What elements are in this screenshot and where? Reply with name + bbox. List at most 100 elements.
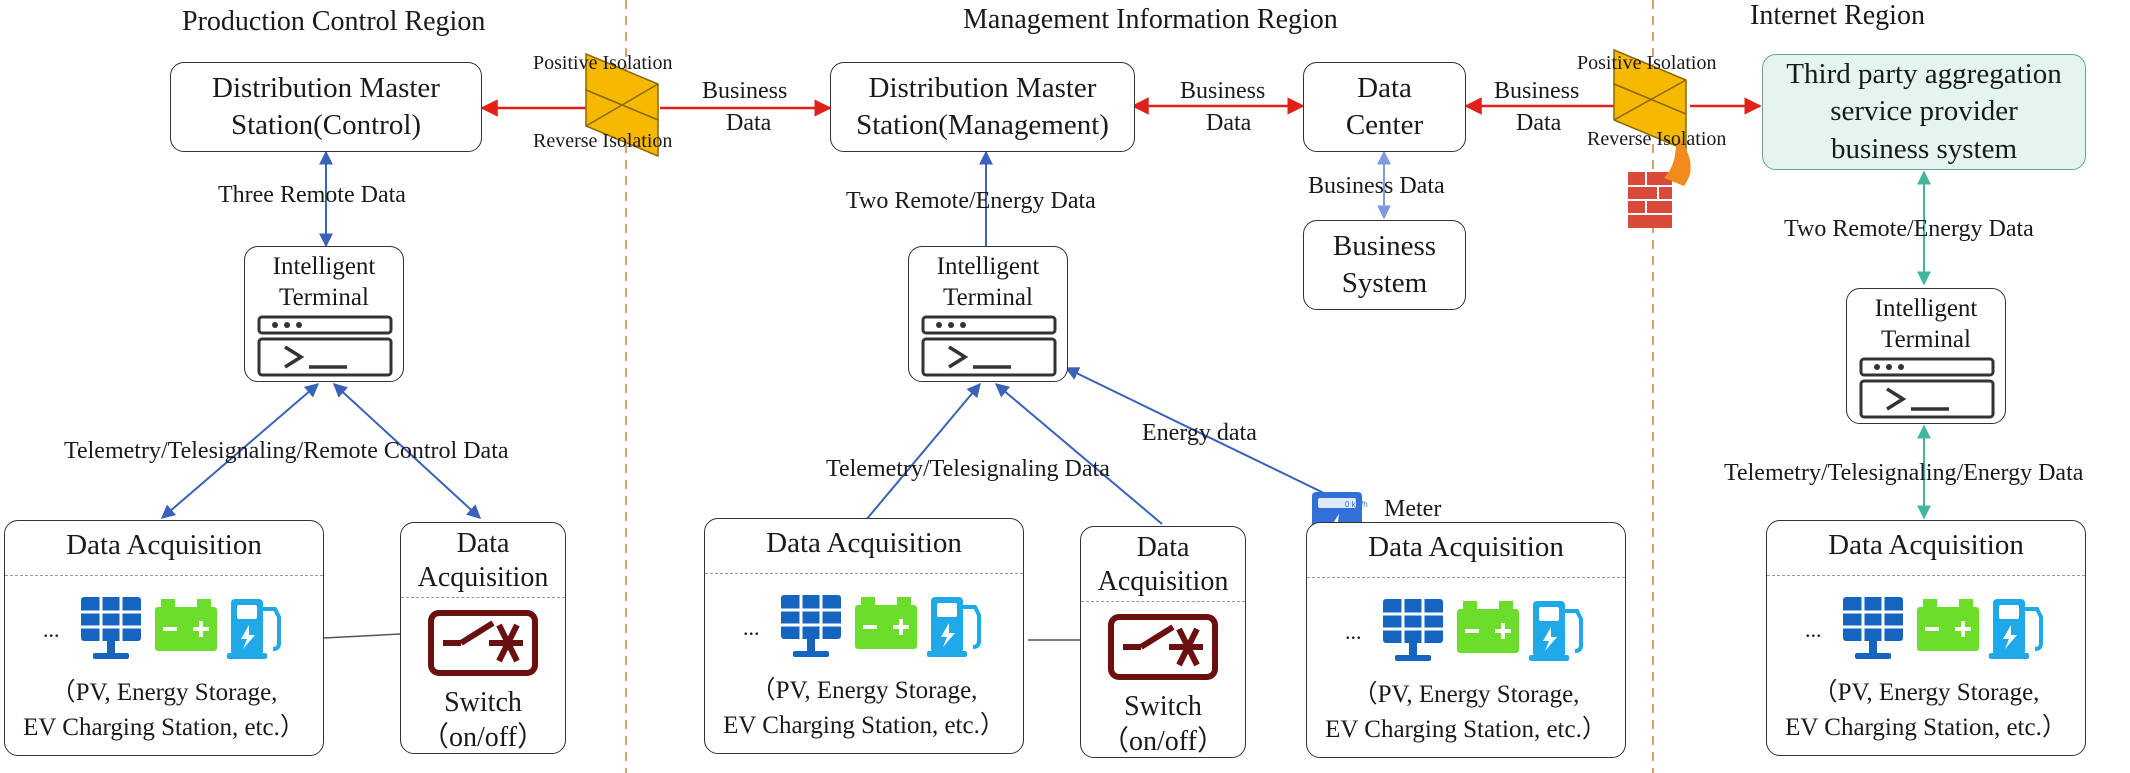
switch-divider <box>1081 601 1245 602</box>
third-party-line3: business system <box>1830 132 2018 165</box>
isolation-reverse-left: Reverse Isolation <box>533 130 673 152</box>
isolation-reverse-right: Reverse Isolation <box>1587 128 1727 150</box>
line-acq-switch-left <box>323 633 401 639</box>
isolation-positive-left: Positive Isolation <box>533 52 673 74</box>
terminal-icon <box>1859 357 1995 419</box>
terminal-left-label-1: Intelligent <box>272 253 376 280</box>
acq-box-management: Data Acquisition ... （PV, <box>704 518 1024 754</box>
data-center-box: Data Center <box>1303 62 1466 152</box>
battery-icon <box>855 597 917 649</box>
label-telemetry-energy: Telemetry/Telesignaling/Energy Data <box>1724 460 2084 486</box>
acq-description: （PV, Energy Storage, EV Charging Station… <box>5 675 323 745</box>
switch-footer-line2: （on/off） <box>421 722 545 753</box>
data-center-line2: Center <box>1345 109 1424 141</box>
terminal-left-label-2: Terminal <box>279 284 369 312</box>
label-meter: Meter <box>1384 496 1442 522</box>
acq-description: （PV, Energy Storage, EV Charging Station… <box>705 673 1023 743</box>
switch-title-line1: Data <box>456 528 510 559</box>
switch-title: Data Acquisition <box>401 527 565 594</box>
solar-panel-icon <box>81 597 141 659</box>
solar-panel-icon <box>781 595 841 657</box>
label-energy-data: Energy data <box>1142 420 1257 446</box>
label-two-remote-internet: Two Remote/Energy Data <box>1784 216 2034 242</box>
region-title-production: Production Control Region <box>182 6 486 37</box>
acq-description-line1: （PV, Energy Storage, <box>750 677 978 704</box>
business-system-line2: System <box>1341 267 1428 299</box>
dms-control-box: Distribution Master Station(Control) <box>170 62 482 152</box>
acq-description-line1: （PV, Energy Storage, <box>1812 679 2040 706</box>
label-business-3: Business <box>1494 78 1580 104</box>
acq-description-line2: EV Charging Station, etc.） <box>1325 716 1607 743</box>
acq-ellipsis: ... <box>743 615 760 640</box>
solar-panel-icon <box>1843 597 1903 659</box>
ev-charger-icon <box>1989 599 2043 659</box>
solar-panel-icon <box>1383 599 1443 661</box>
label-two-remote-mid: Two Remote/Energy Data <box>846 188 1096 214</box>
acq-description-line2: EV Charging Station, etc.） <box>1785 714 2067 741</box>
battery-icon <box>1457 601 1519 653</box>
acq-divider <box>1767 575 2085 576</box>
ev-charger-icon <box>1529 601 1583 661</box>
label-telemetry-telesignaling: Telemetry/Telesignaling Data <box>826 456 1110 482</box>
switch-title: Data Acquisition <box>1081 531 1245 598</box>
isolation-positive-right: Positive Isolation <box>1577 52 1717 74</box>
terminal-mid-label-2: Terminal <box>943 284 1033 312</box>
acq-box-internet: Data Acquisition ... （PV, <box>1766 520 2086 756</box>
label-three-remote: Three Remote Data <box>218 182 406 208</box>
acq-ellipsis: ... <box>43 617 60 642</box>
acq-description-line2: EV Charging Station, etc.） <box>723 712 1005 739</box>
arrow-meter-to-terminal <box>1064 367 1331 497</box>
acq-title: Data Acquisition <box>66 529 262 561</box>
terminal-internet-label-2: Terminal <box>1881 326 1971 354</box>
acq-title: Data Acquisition <box>1368 531 1564 563</box>
ev-charger-icon <box>227 599 281 659</box>
terminal-icon <box>257 315 393 377</box>
switch-divider <box>401 597 565 598</box>
dms-control-line1: Distribution Master <box>212 71 440 104</box>
label-business-1: Business <box>702 78 788 104</box>
dms-management-line1: Distribution Master <box>868 71 1097 104</box>
acq-box-management-meter: Data Acquisition ... （PV, <box>1306 522 1626 758</box>
region-title-management: Management Information Region <box>963 4 1338 35</box>
switch-footer: Switch （on/off） <box>401 685 565 755</box>
acq-divider <box>705 573 1023 574</box>
acq-box-production: Data Acquisition ... （PV, <box>4 520 324 756</box>
label-business-data: Business Data <box>1308 173 1445 199</box>
acq-ellipsis: ... <box>1345 619 1362 644</box>
dms-management-line2: Station(Management) <box>856 109 1109 141</box>
ev-charger-icon <box>927 597 981 657</box>
switch-footer-line2: （on/off） <box>1101 726 1225 757</box>
meter-display-text: 0 kWh <box>1345 500 1368 509</box>
acq-description-line1: （PV, Energy Storage, <box>50 679 278 706</box>
switch-footer-line1: Switch <box>1124 691 1202 722</box>
isolation-device-left-icon <box>585 52 659 158</box>
terminal-internet-label-1: Intelligent <box>1874 295 1978 322</box>
acq-description-line2: EV Charging Station, etc.） <box>23 714 305 741</box>
arrow-terminal-to-switch-left <box>332 383 482 519</box>
terminal-mid-label-1: Intelligent <box>936 253 1040 280</box>
data-center-line1: Data <box>1357 71 1412 104</box>
acq-description: （PV, Energy Storage, EV Charging Station… <box>1307 677 1625 747</box>
acq-divider <box>5 575 323 576</box>
acq-device-icons <box>1383 599 1583 661</box>
arrow-acq-to-terminal-mid <box>865 382 981 521</box>
dms-control-line2: Station(Control) <box>230 109 422 141</box>
firewall-icon <box>1628 138 1691 228</box>
switch-footer-line1: Switch <box>444 687 522 718</box>
acq-device-icons <box>781 595 981 657</box>
switch-title-line1: Data <box>1136 532 1190 563</box>
third-party-line2: service provider <box>1830 95 2018 128</box>
region-title-internet: Internet Region <box>1750 0 1925 31</box>
switch-box-production: Data Acquisition Switch （on/off） <box>400 522 566 754</box>
acq-divider <box>1307 577 1625 578</box>
acq-title: Data Acquisition <box>766 527 962 559</box>
business-system-box: Business System <box>1303 220 1466 310</box>
label-data-1: Data <box>726 110 772 136</box>
battery-icon <box>1917 599 1979 651</box>
